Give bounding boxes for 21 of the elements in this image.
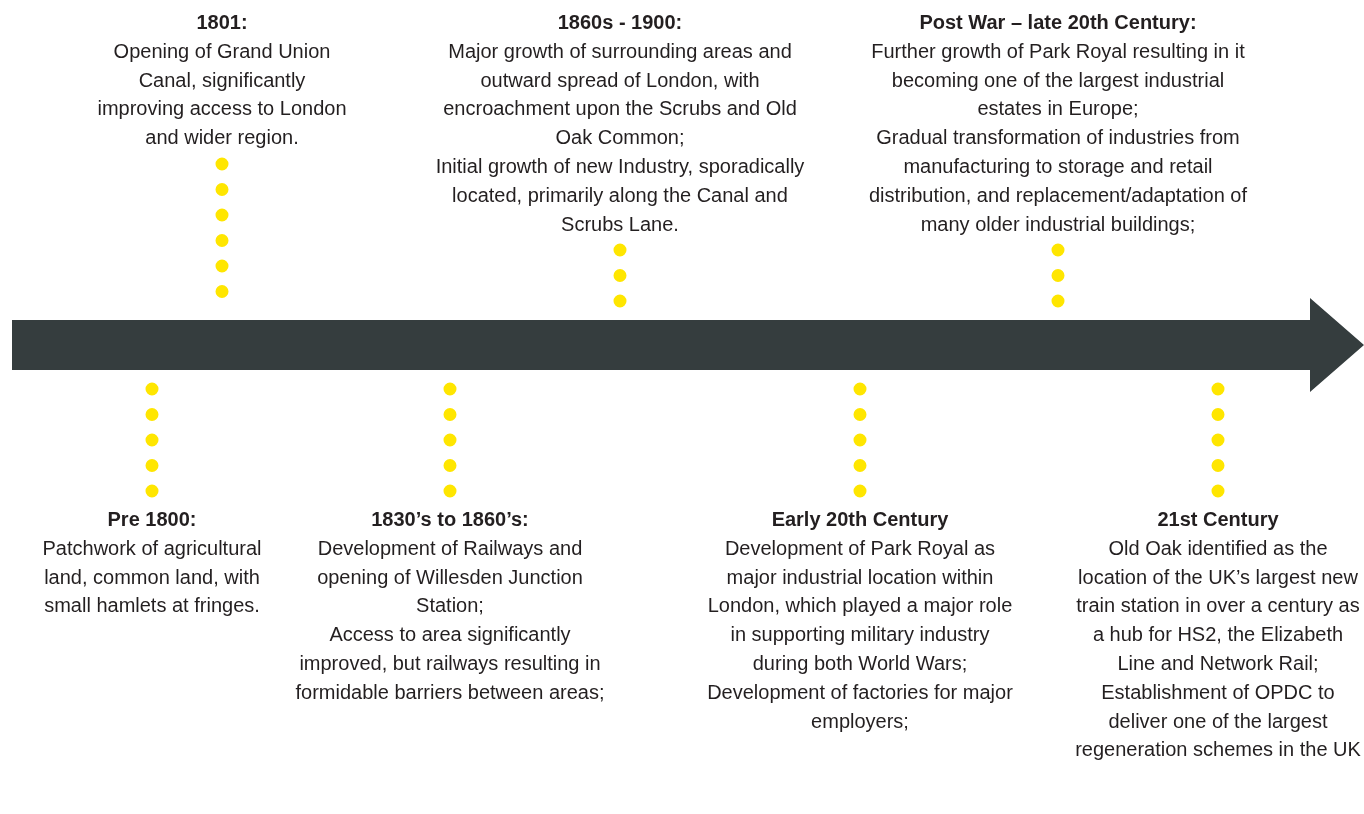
period-description: Development of factories for major employers;	[706, 679, 1014, 734]
period-heading: 1830’s to 1860’s:	[370, 507, 530, 532]
period-description: Further growth of Park Royal resulting in it becoming one of the largest industrial estates in Europe;	[870, 38, 1246, 122]
period-heading: 1801:	[195, 10, 249, 35]
period-heading: Pre 1800:	[106, 507, 198, 532]
period-heading: 1860s - 1900:	[556, 10, 684, 35]
period-description: Major growth of surrounding areas and outward spread of London, with encroachment upon the Scrubs and Old Oak Common;	[442, 38, 798, 151]
period-heading: Post War – late 20th Century:	[918, 10, 1198, 35]
dotted-leader-line	[613, 243, 627, 309]
period-description: Development of Railways and opening of Willesden Junction Station;	[316, 535, 584, 619]
period-description: Establishment of OPDC to deliver one of the largest regeneration schemes in the UK	[1075, 679, 1361, 763]
period-description: Access to area significantly improved, but railways resulting in formidable barriers between areas;	[295, 622, 605, 705]
dotted-leader-line	[1051, 243, 1065, 309]
period-description: Opening of Grand Union Canal, significantly improving access to London and wider region.	[97, 38, 347, 151]
period-description: Old Oak identified as the location of the UK’s largest new train station in over a century as a hub for HS2, the Elizabeth Line and Network Rail;	[1075, 535, 1361, 676]
period-description: Initial growth of new Industry, sporadically located, primarily along the Canal and Scrubs Lane.	[434, 154, 806, 237]
period-heading: Early 20th Century	[770, 507, 950, 532]
period-description: Gradual transformation of industries from manufacturing to storage and retail distribution, and replacement/adaptation of many older industrial buildings;	[868, 125, 1248, 237]
period-heading: 21st Century	[1156, 507, 1280, 532]
period-description: Development of Park Royal as major industrial location within London, which played a major role in supporting military industry during both World Wars;	[706, 535, 1014, 676]
period-description: Patchwork of agricultural land, common land, with small hamlets at fringes.	[42, 535, 262, 619]
